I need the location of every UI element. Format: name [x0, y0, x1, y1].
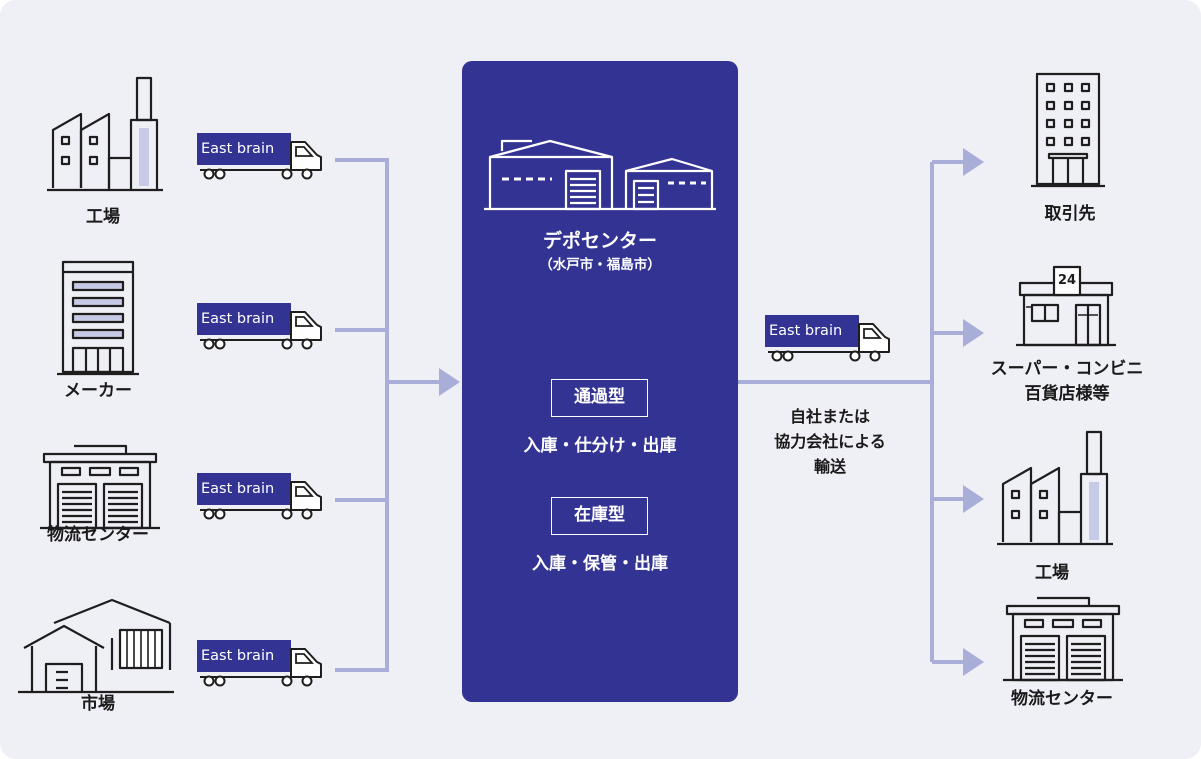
depot-type-inventory: 在庫型: [551, 497, 648, 535]
depot-subtitle: （水戸市・福島市）: [539, 257, 661, 273]
market-icon: [16, 598, 176, 694]
truck-label: East brain: [201, 648, 275, 664]
store-sign-text: 24: [1057, 273, 1077, 288]
source-label-market: 市場: [81, 694, 115, 714]
depot-type-passthrough: 通過型: [551, 379, 648, 417]
source-label-factory: 工場: [86, 207, 120, 227]
depot-center-panel: デポセンター （水戸市・福島市） 通過型 入庫・仕分け・出庫 在庫型 入庫・保管…: [462, 61, 738, 702]
truck-label: East brain: [201, 141, 275, 157]
outbound-arrow-icon: [963, 148, 984, 676]
truck-label: East brain: [769, 323, 843, 339]
office-building-icon: [55, 260, 141, 376]
destination-label-factory: 工場: [1035, 563, 1069, 583]
transport-note-line: 輸送: [813, 457, 846, 476]
inbound-arrow-icon: [439, 368, 460, 396]
warehouse-icon: [38, 444, 162, 530]
depot-type-passthrough-desc: 入庫・仕分け・出庫: [523, 436, 677, 456]
warehouse-icon: [1001, 596, 1125, 682]
depot-type-inventory-desc: 入庫・保管・出庫: [532, 554, 668, 574]
factory-icon: [45, 76, 165, 192]
truck-label: East brain: [201, 481, 275, 497]
destination-label-retail: スーパー・コンビニ: [990, 359, 1144, 379]
source-label-logistics-center: 物流センター: [47, 525, 149, 545]
outbound-connector: [738, 160, 965, 664]
factory-icon: [995, 430, 1115, 546]
destination-label-client: 取引先: [1044, 204, 1096, 224]
inbound-connector: [335, 158, 440, 672]
office-building-icon: [1029, 72, 1107, 188]
destination-label-retail-2: 百貨店様等: [1024, 384, 1110, 404]
truck-label: East brain: [201, 311, 275, 327]
destination-label-logistics-center: 物流センター: [1011, 689, 1113, 709]
transport-note: 自社または 協力会社による 輸送: [774, 404, 886, 479]
depot-title: デポセンター: [542, 230, 657, 252]
transport-note-line: 自社または: [789, 407, 870, 426]
transport-note-line: 協力会社による: [774, 432, 886, 451]
depot-warehouse-icon: [484, 139, 716, 211]
source-label-maker: メーカー: [64, 381, 132, 401]
